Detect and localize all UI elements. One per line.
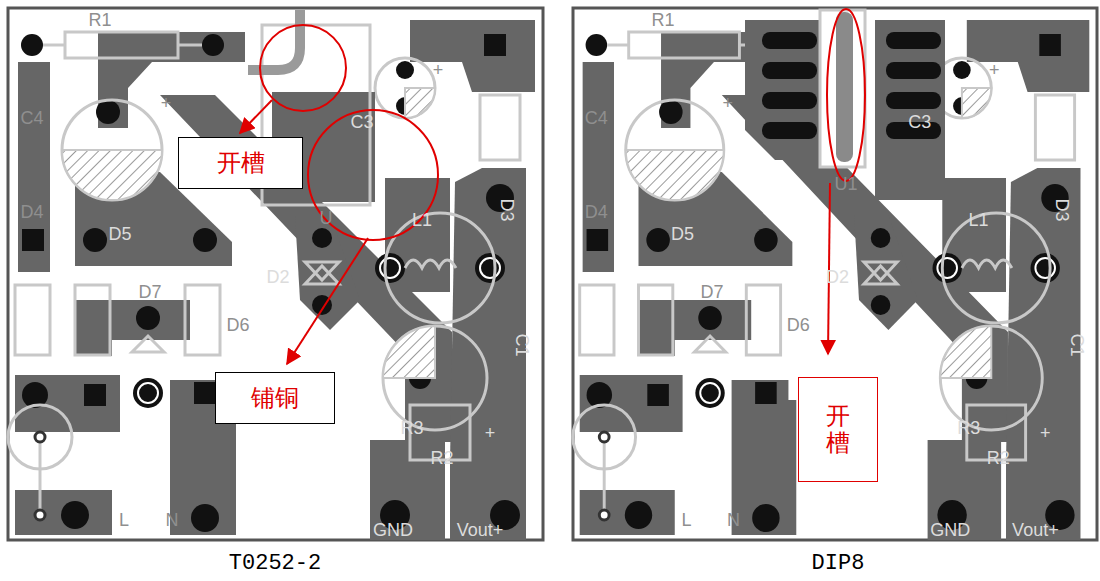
silkscreen-label: C4 (585, 109, 608, 127)
silkscreen-label: U (320, 209, 333, 227)
figure-caption: DIP8 (812, 551, 865, 576)
silkscreen-label: R3 (400, 419, 423, 437)
silkscreen-label: D5 (671, 225, 694, 243)
callout-box: 开槽 (178, 137, 303, 189)
callout-box: 开槽 (798, 377, 878, 482)
silkscreen-label: Vout+ (457, 521, 504, 539)
silkscreen-label: C1 (513, 333, 531, 356)
silkscreen-label: D3 (498, 198, 516, 221)
silkscreen-label: + (433, 61, 444, 79)
callout-ellipse (827, 9, 865, 181)
silkscreen-label: U1 (834, 175, 857, 193)
silkscreen-label: L (682, 511, 692, 529)
silkscreen-label: R2 (430, 449, 453, 467)
callout-text: 开槽 (826, 403, 850, 456)
silkscreen-label: + (161, 94, 172, 112)
slot (248, 10, 300, 70)
copper (875, 20, 945, 200)
silkscreen-label: + (485, 424, 496, 442)
silkscreen-label: GND (930, 521, 970, 539)
silkscreen-label: C1 (1068, 333, 1086, 356)
silkscreen-label: N (727, 511, 740, 529)
figure-caption: T0252-2 (229, 551, 321, 576)
silkscreen-label: D7 (138, 283, 161, 301)
board (8, 20, 535, 540)
silkscreen-label: R2 (987, 449, 1010, 467)
silkscreen-label: + (989, 61, 1000, 79)
slot (836, 12, 853, 162)
silkscreen-label: C3 (908, 113, 931, 131)
board-outline (8, 8, 543, 540)
callout-box: 铺铜 (215, 372, 335, 424)
silkscreen-label: R3 (957, 419, 980, 437)
silkscreen-label: + (722, 94, 733, 112)
silkscreen-label: D7 (700, 283, 723, 301)
silkscreen-label: D3 (1053, 198, 1071, 221)
silkscreen-label: L1 (412, 211, 432, 229)
leader-line (240, 100, 272, 133)
silkscreen-label: L (119, 511, 129, 529)
silkscreen-label: R1 (88, 11, 111, 29)
board-outline (573, 8, 1097, 540)
silkscreen-label: C3 (350, 113, 373, 131)
silkscreen-label: D5 (108, 225, 131, 243)
silkscreen-label: GND (373, 521, 413, 539)
silkscreen-label: C4 (20, 109, 43, 127)
silkscreen-label: L1 (969, 211, 989, 229)
silkscreen-label: R1 (651, 11, 674, 29)
silkscreen-label: D4 (585, 203, 608, 221)
callout-text: 铺铜 (251, 382, 299, 414)
callout-text: 开槽 (217, 147, 265, 179)
silkscreen-label: D2 (826, 268, 849, 286)
silkscreen-label: Vout+ (1012, 521, 1059, 539)
silkscreen-label: D2 (266, 268, 289, 286)
silkscreen-label: + (1040, 424, 1051, 442)
callout-circle (260, 25, 438, 240)
silkscreen-label: D4 (20, 203, 43, 221)
copper (745, 20, 820, 160)
silkscreen-label: N (166, 511, 179, 529)
leader-line (287, 238, 368, 364)
silkscreen-label: D6 (226, 316, 249, 334)
silkscreen-label: D6 (787, 316, 810, 334)
